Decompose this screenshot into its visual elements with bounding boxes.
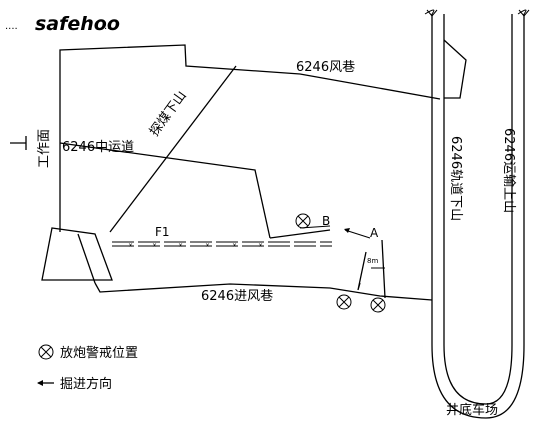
label-air-lane: 6246风巷 (296, 60, 355, 75)
label-haulage-uphill: 6246运输上山 (501, 128, 517, 213)
svg-text:×: × (232, 242, 237, 249)
probe-slope-line (109, 65, 237, 233)
blast-warning-icon (295, 213, 311, 229)
shaft-top-curls (424, 9, 527, 15)
svg-text:×: × (258, 242, 263, 249)
shaft-side-box (443, 39, 467, 99)
label-track-downhill: 6246轨道下山 (448, 136, 463, 221)
label-shaft-bottom-yard: 井底车场 (446, 402, 498, 418)
blast-warning-icon (38, 344, 54, 360)
svg-text:×: × (152, 242, 157, 249)
working-end-line (269, 229, 386, 299)
label-dist: 8m (367, 257, 378, 265)
svg-text:×: × (205, 242, 210, 249)
work-face-outline (41, 227, 113, 281)
logo-text: safehoo (35, 13, 120, 35)
mid-road-line (59, 142, 271, 239)
label-fault-f1: F1 (155, 225, 170, 239)
svg-text:×: × (128, 242, 133, 249)
legend: 放炮警戒位置 掘进方向 (37, 344, 138, 392)
arrow-a (344, 229, 371, 239)
inner-shaft-loop (443, 14, 513, 405)
shaft-top-arrows (426, 9, 530, 17)
direction-arrow-icon (37, 380, 54, 386)
label-point-b: B (322, 214, 330, 228)
work-face-marker (10, 136, 27, 150)
label-intake-air-lane: 6246进风巷 (201, 289, 273, 304)
label-work-face: 工作面 (37, 129, 52, 168)
label-point-a: A (370, 226, 379, 240)
legend-direction-label: 掘进方向 (60, 376, 112, 392)
work-face-inner (77, 233, 96, 284)
label-mid-road: 6246中运道 (62, 140, 134, 155)
shaft-lines (424, 9, 530, 419)
logo-dots-left: .... (5, 21, 18, 32)
intake-air-lane-line (94, 282, 433, 301)
outer-shaft-loop (431, 14, 525, 419)
blast-warning-icon (336, 294, 352, 310)
logo-dots-right: .... (104, 21, 117, 32)
fault-f1-line: × × × × × × (112, 241, 332, 249)
svg-text:×: × (178, 242, 183, 249)
left-boundary-line (59, 44, 441, 232)
work-face-block (41, 227, 113, 284)
legend-blast-warning-label: 放炮警戒位置 (60, 345, 138, 361)
blast-warning-icon (370, 297, 386, 313)
label-probe-slope: 探煤下山 (147, 88, 190, 139)
logo: .... safehoo .... (5, 13, 120, 35)
